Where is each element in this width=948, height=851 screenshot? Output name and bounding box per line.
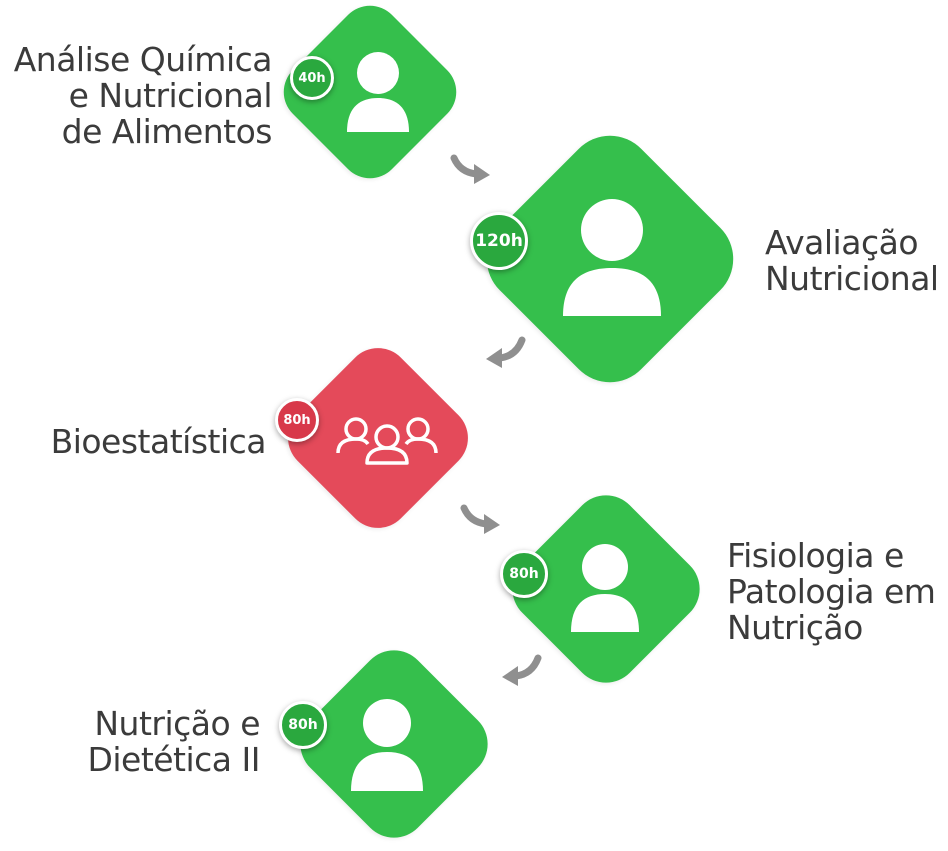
step-3-title: Bioestatística [50, 422, 267, 461]
step-4-title: Fisiologia e Patologia em Nutrição [727, 536, 936, 647]
step-5-title: Nutrição e Dietética II [87, 704, 260, 779]
step-2-title: Avaliação Nutricional [765, 223, 939, 298]
user-icon [571, 544, 639, 632]
arrow-right-icon [450, 154, 490, 184]
group-icon [336, 417, 438, 465]
step-1-title: Análise Química e Nutricional de Aliment… [13, 40, 273, 151]
step-1-hours-badge: 40h [290, 56, 334, 100]
arrow-left-icon [486, 336, 526, 368]
user-icon [563, 199, 661, 316]
arrow-left-icon [502, 654, 542, 686]
step-2-hours-badge: 120h [470, 212, 528, 270]
step-5-hours-badge: 80h [279, 701, 327, 749]
user-icon [347, 52, 409, 132]
step-4-hours-badge: 80h [500, 550, 548, 598]
arrow-right-icon [460, 504, 500, 534]
user-icon [351, 699, 423, 791]
step-3-hours-badge: 80h [275, 398, 319, 442]
